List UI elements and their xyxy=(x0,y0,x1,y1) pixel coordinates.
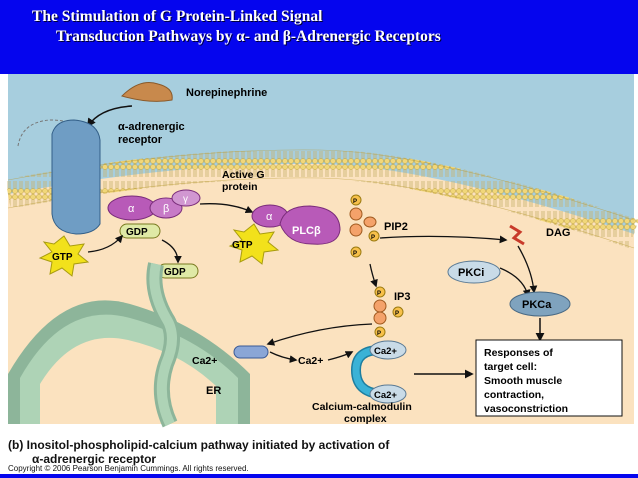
active-g-label-line-2: protein xyxy=(222,181,258,193)
pkc-inactive xyxy=(447,260,501,284)
figure-caption-line-1: (b) Inositol-phospholipid-calcium pathwa… xyxy=(8,438,390,452)
title-banner: The Stimulation of G Protein-Linked Sign… xyxy=(0,0,638,74)
ca-calmodulin-bottom: Ca2+ xyxy=(374,390,397,401)
g-alpha-label: α xyxy=(128,203,135,215)
responses-line-5: vasoconstriction xyxy=(484,403,568,415)
copyright-notice: Copyright © 2006 Pearson Benjamin Cummin… xyxy=(8,464,249,473)
calmodulin-label-line-2: complex xyxy=(344,413,387,425)
er-calcium-channel xyxy=(233,345,269,359)
gtp-left-label: GTP xyxy=(52,252,73,263)
gdp-bound-label: GDP xyxy=(126,227,148,238)
gtp-middle-label: GTP xyxy=(232,240,253,251)
g-gamma-label: γ xyxy=(183,194,188,205)
pkc-active xyxy=(509,291,571,317)
ip3-phosphate-3: P xyxy=(377,331,381,337)
ip3-phosphate-2: P xyxy=(395,311,399,317)
pkc-active-label: PKCa xyxy=(522,299,552,311)
ip3-phosphate-1: P xyxy=(377,291,381,297)
pip2-phosphate-2: P xyxy=(371,235,375,241)
alpha-adrenergic-receptor xyxy=(51,119,101,235)
slide-title-line-2: Transduction Pathways by α- and β-Adrene… xyxy=(56,28,441,45)
plc-label: PLCβ xyxy=(292,225,321,237)
ip3-label: IP3 xyxy=(394,291,411,303)
ca-er-label: Ca2+ xyxy=(192,355,217,367)
gdp-released-label: GDP xyxy=(164,267,186,278)
pip2-phosphate-3: P xyxy=(353,251,357,257)
pip2-phosphate-1: P xyxy=(353,199,357,205)
bottom-bar xyxy=(0,474,638,478)
responses-line-3: Smooth muscle xyxy=(484,375,562,387)
slide-title-line-1: The Stimulation of G Protein-Linked Sign… xyxy=(32,8,323,25)
ca-cytosol-label: Ca2+ xyxy=(298,355,323,367)
active-g-label-line-1: Active G xyxy=(222,169,265,181)
receptor-label-line-1: α-adrenergic xyxy=(118,121,185,133)
responses-line-1: Responses of xyxy=(484,347,553,359)
norepinephrine-molecule xyxy=(121,82,173,102)
ca-calmodulin-top: Ca2+ xyxy=(374,346,397,357)
calmodulin-complex xyxy=(352,346,384,398)
responses-line-4: contraction, xyxy=(484,389,544,401)
plasma-membrane xyxy=(5,148,638,249)
active-g-alpha-label: α xyxy=(266,211,273,223)
norepinephrine-label: Norepinephrine xyxy=(186,87,267,99)
g-beta-label: β xyxy=(163,203,169,215)
pip2-label: PIP2 xyxy=(384,221,408,233)
calmodulin-label-line-1: Calcium-calmodulin xyxy=(312,401,412,413)
signal-pathway-diagram: Norepinephrine α-adrenergic receptor α β… xyxy=(5,74,638,428)
er-label: ER xyxy=(206,385,221,397)
receptor-label-line-2: receptor xyxy=(118,134,163,146)
dag-label: DAG xyxy=(546,227,570,239)
responses-box xyxy=(475,339,623,417)
figure-caption-line-2: α-adrenergic receptor xyxy=(32,452,157,466)
pkc-inactive-label: PKCi xyxy=(458,267,484,279)
responses-line-2: target cell: xyxy=(484,361,537,373)
plc-beta-enzyme xyxy=(279,205,341,245)
